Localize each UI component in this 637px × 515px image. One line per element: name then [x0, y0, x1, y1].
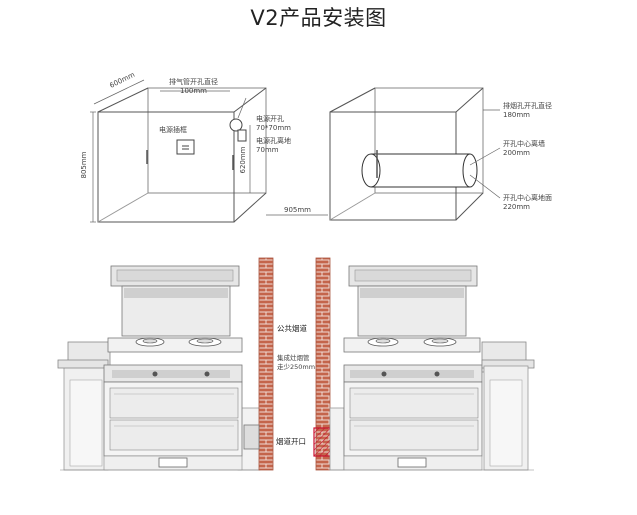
exhaust-hole	[229, 118, 243, 132]
dim-height-label: 805mm	[80, 151, 88, 178]
center-floor-value: 220mm	[503, 203, 530, 211]
pipe-label-2: 走少250mm	[277, 363, 315, 371]
brick-flue-left	[258, 257, 274, 471]
dim-depth-label: 600mm	[108, 71, 136, 90]
kitchen-right	[329, 265, 535, 471]
flue-opening-label: 烟道开口	[276, 436, 306, 446]
dim-width-label: 905mm	[284, 206, 311, 214]
kitchen-left	[57, 265, 261, 471]
exhaust-pipe-left	[243, 424, 260, 450]
center-wall-label: 开孔中心离墙	[503, 139, 545, 148]
center-floor-label: 开孔中心离地面	[503, 193, 552, 202]
exhaust-diameter-label: 排气管开孔直径	[169, 77, 218, 86]
hole-diameter-value: 180mm	[503, 111, 530, 119]
pipe-label-1: 集成灶烟管	[277, 353, 310, 362]
power-hole-distance-label: 电源孔离地	[256, 136, 291, 145]
power-socket	[176, 139, 195, 155]
smoke-duct-cylinder	[361, 153, 478, 188]
power-hole-label: 电源开孔	[256, 114, 284, 123]
dimension-lines-left	[90, 79, 328, 223]
inner-height-label: 620mm	[239, 146, 247, 173]
brick-flue-right	[315, 257, 331, 471]
exhaust-diameter-value: 100mm	[180, 87, 207, 95]
power-hole	[237, 129, 247, 142]
box-shading-left	[146, 150, 234, 170]
power-hole-value: 70*70mm	[256, 124, 291, 132]
center-wall-value: 200mm	[503, 149, 530, 157]
diagram-title: V2产品安装图	[250, 6, 387, 30]
socket-label: 电源插框	[159, 125, 187, 134]
public-flue-label: 公共烟道	[277, 323, 307, 333]
power-hole-distance-value: 70mm	[256, 146, 279, 154]
flue-opening-marker	[313, 427, 332, 457]
cabinet-box-left	[97, 87, 267, 223]
hole-diameter-label: 排烟孔开孔直径	[503, 101, 552, 110]
leader-lines-right	[469, 109, 501, 199]
